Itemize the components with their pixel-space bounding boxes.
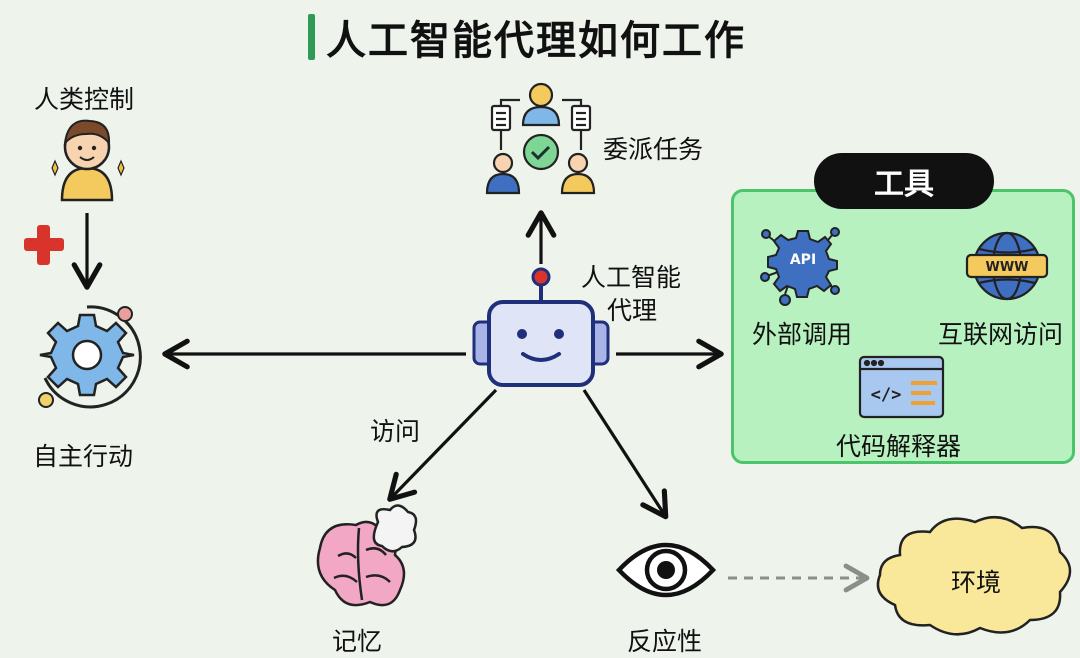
delegate-team-icon xyxy=(485,82,596,195)
api-gear-icon xyxy=(760,227,840,306)
environment-cloud-icon xyxy=(876,515,1072,636)
access-label: 访问 xyxy=(370,417,421,446)
ai-agent-label-line1: 人工智能 xyxy=(581,263,682,292)
code-window-icon xyxy=(858,355,945,419)
www-badge: WWW xyxy=(985,260,1028,275)
eye-icon xyxy=(615,542,717,598)
delegate-tasks-label: 委派任务 xyxy=(603,135,704,164)
human-control-label: 人类控制 xyxy=(34,85,135,114)
api-badge: API xyxy=(790,252,816,268)
brain-icon xyxy=(316,504,418,607)
page-title: 人工智能代理如何工作 xyxy=(326,18,746,64)
arrow-to-memory xyxy=(387,388,498,502)
plus-icon xyxy=(24,225,64,265)
reactivity-label: 反应性 xyxy=(627,627,703,656)
title-accent-bar xyxy=(308,14,315,60)
code-badge: </> xyxy=(871,385,902,405)
autonomous-gear-icon xyxy=(38,305,142,409)
arrow-to-reactivity xyxy=(582,389,669,520)
environment-label: 环境 xyxy=(951,568,1002,597)
tool-external-call-label: 外部调用 xyxy=(752,320,853,349)
autonomous-action-label: 自主行动 xyxy=(33,442,134,471)
ai-agent-label-line2: 代理 xyxy=(607,296,658,325)
globe-icon xyxy=(965,231,1049,301)
arrows xyxy=(71,210,724,520)
memory-label: 记忆 xyxy=(332,627,383,656)
human-avatar-icon xyxy=(51,119,125,202)
tools-title: 工具 xyxy=(814,153,994,209)
tool-internet-access-label: 互联网访问 xyxy=(938,320,1064,349)
tool-code-interpreter-label: 代码解释器 xyxy=(836,432,962,461)
ai-agent-robot-icon xyxy=(472,267,610,387)
